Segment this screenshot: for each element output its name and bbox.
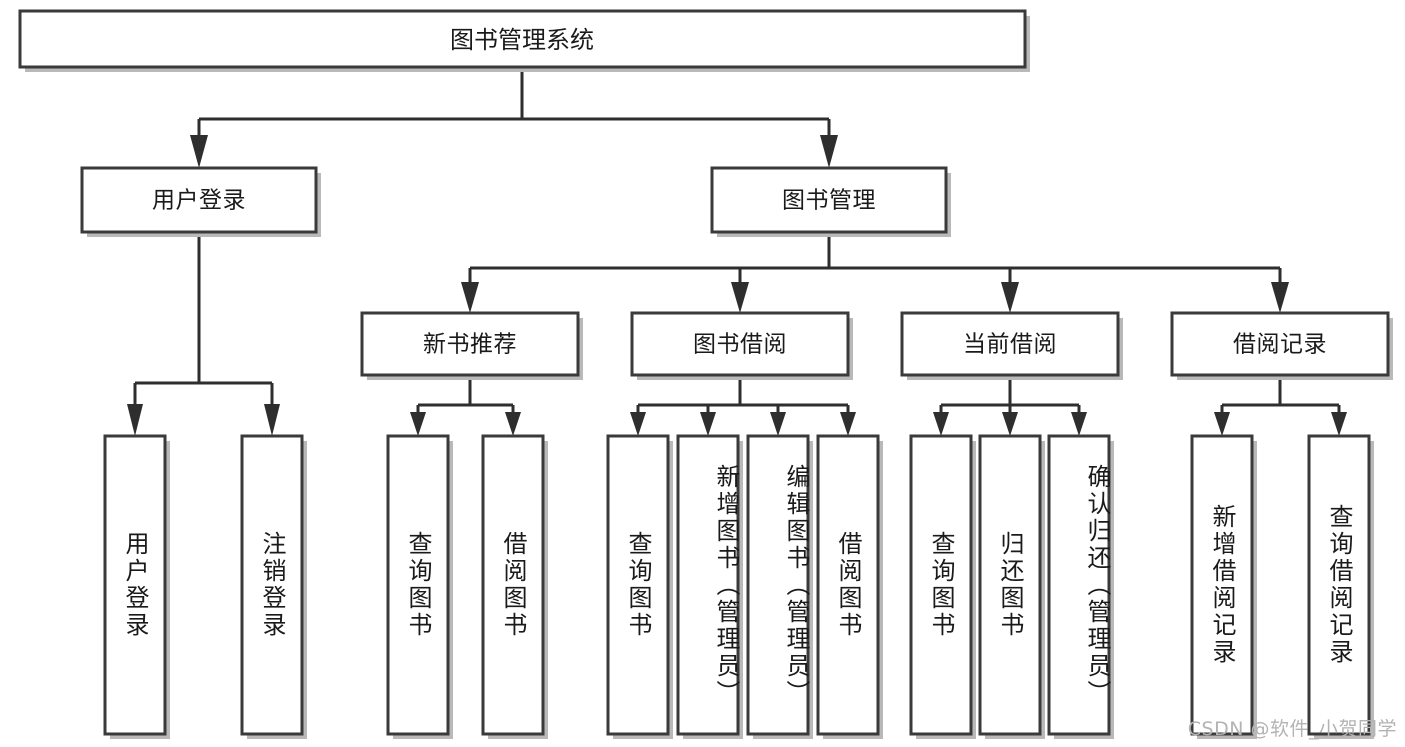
arrow-user-leaf-2	[264, 404, 280, 436]
arrow-current-leaf-3	[1071, 412, 1087, 436]
leaf-node-logout[interactable]	[240, 434, 304, 736]
node-borrow-record-label: 借阅记录	[1233, 332, 1327, 358]
arrow-root-to-book	[820, 135, 838, 168]
leaf-node-record-query[interactable]	[1307, 434, 1371, 736]
arrow-book-to-current	[1001, 282, 1019, 313]
arrow-book-to-recommend	[461, 282, 479, 313]
node-new-book-recommend[interactable]	[360, 311, 580, 377]
node-book-management[interactable]	[710, 166, 948, 234]
leaf-node-current-return-book[interactable]	[978, 434, 1042, 736]
node-layer: 图书管理系统 用户登录 图书管理 新书推荐 图书借阅 当前借阅 借阅记录	[18, 9, 1393, 739]
node-new-book-recommend-label: 新书推荐	[423, 332, 517, 358]
node-user-login[interactable]	[80, 166, 318, 234]
leaf-node-current-confirm-return[interactable]	[1047, 434, 1111, 736]
arrow-user-leaf-1	[127, 404, 143, 436]
leaf-node-user-login[interactable]	[103, 434, 167, 736]
arrow-borrow-leaf-1	[630, 412, 646, 436]
arrow-recommend-leaf-2	[505, 412, 521, 436]
node-book-management-label: 图书管理	[782, 188, 876, 214]
watermark-text: CSDN @软件_小贺同学	[1187, 718, 1397, 740]
arrow-book-to-borrow	[731, 282, 749, 313]
arrow-record-leaf-2	[1331, 412, 1347, 436]
node-book-borrow[interactable]	[630, 311, 850, 377]
root-node-label: 图书管理系统	[450, 26, 594, 54]
arrow-borrow-leaf-2	[700, 412, 716, 436]
node-current-borrow[interactable]	[900, 311, 1120, 377]
arrow-book-to-record	[1271, 282, 1289, 313]
leaf-node-borrow-edit-book[interactable]	[746, 434, 810, 736]
leaf-node-current-query-book[interactable]	[909, 434, 973, 736]
arrow-borrow-leaf-3	[770, 412, 786, 436]
arrow-current-leaf-1	[933, 412, 949, 436]
leaf-node-borrow-query-book[interactable]	[606, 434, 670, 736]
node-book-management-system[interactable]	[18, 9, 1027, 69]
leaf-node-borrow-add-book[interactable]	[676, 434, 740, 736]
arrow-root-to-user	[190, 135, 208, 168]
arrow-current-leaf-2	[1002, 412, 1018, 436]
leaf-node-recommend-query-book[interactable]	[386, 434, 450, 736]
node-user-login-label: 用户登录	[152, 188, 246, 214]
leaf-node-borrow-lend-book[interactable]	[816, 434, 880, 736]
connector-layer	[127, 67, 1347, 436]
leaf-node-record-add[interactable]	[1190, 434, 1254, 736]
node-current-borrow-label: 当前借阅	[963, 332, 1057, 358]
node-book-borrow-label: 图书借阅	[693, 332, 787, 358]
leaf-node-recommend-borrow-book[interactable]	[481, 434, 545, 736]
arrow-record-leaf-1	[1214, 412, 1230, 436]
arrow-recommend-leaf-1	[410, 412, 426, 436]
node-borrow-record[interactable]	[1170, 311, 1390, 377]
arrow-borrow-leaf-4	[840, 412, 856, 436]
